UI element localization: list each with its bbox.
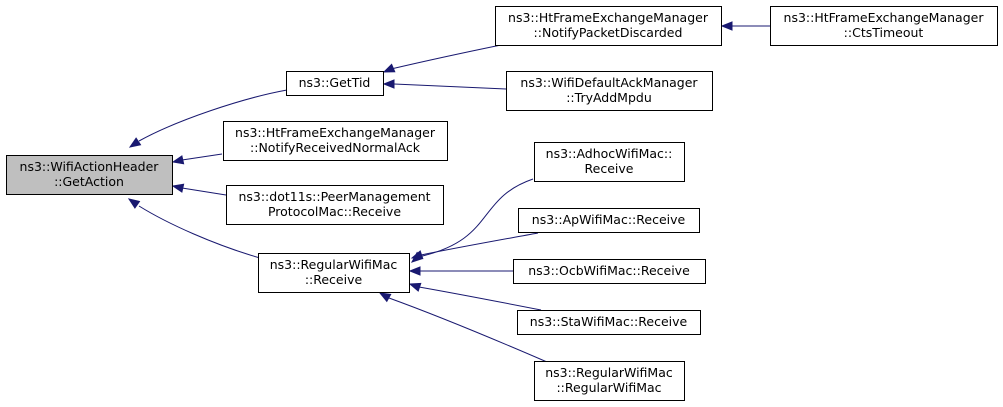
arrowhead: [410, 250, 424, 260]
edge-tryaddmpdu-to-gettid: [382, 79, 507, 90]
node-regularreceive[interactable]: ns3::RegularWifiMac::Receive: [258, 253, 410, 293]
arrowhead: [382, 63, 396, 73]
edge-ocbreceive-to-regularreceive: [408, 266, 513, 276]
edge-line: [181, 153, 223, 161]
edge-regularctor-to-regularreceive: [378, 292, 548, 363]
node-label-line: ns3::StaWifiMac::Receive: [530, 314, 688, 329]
node-label-line: ::NotifyPacketDiscarded: [534, 25, 683, 40]
node-box: [506, 71, 713, 111]
node-label-line: ns3::RegularWifiMac: [270, 257, 398, 272]
edges-layer: [127, 21, 770, 363]
edge-line: [181, 187, 227, 196]
edge-peermgmt-to-getaction: [171, 183, 227, 196]
edge-line: [390, 44, 502, 70]
arrowhead: [382, 79, 395, 89]
arrowhead: [171, 155, 185, 165]
node-box: [518, 208, 700, 233]
node-box: [517, 310, 701, 335]
edge-line: [388, 297, 548, 363]
node-box: [286, 71, 384, 96]
node-ocbreceive[interactable]: ns3::OcbWifiMac::Receive: [513, 259, 706, 284]
node-label-line: Receive: [585, 161, 634, 176]
node-peermgmt[interactable]: ns3::dot11s::PeerManagementProtocolMac::…: [226, 185, 444, 225]
node-label-line: ns3::WifiActionHeader: [20, 159, 160, 174]
node-box: [534, 142, 685, 182]
node-box: [6, 155, 173, 195]
node-label-line: ::CtsTimeout: [844, 25, 924, 40]
node-box: [534, 361, 685, 401]
node-label-line: ns3::AdhocWifiMac::: [546, 146, 673, 161]
arrowhead: [128, 137, 142, 148]
node-gettid[interactable]: ns3::GetTid: [286, 71, 384, 96]
edge-gettid-to-getaction: [128, 89, 288, 148]
node-label-line: ns3::OcbWifiMac::Receive: [528, 263, 690, 278]
edge-ctstimeout-to-notifypacketdiscarded: [720, 21, 770, 31]
node-label-line: ns3::HtFrameExchangeManager: [508, 10, 709, 25]
edge-apreceive-to-regularreceive: [410, 232, 539, 260]
node-label-line: ns3::HtFrameExchangeManager: [235, 125, 436, 140]
node-label-line: ns3::RegularWifiMac: [545, 365, 673, 380]
edge-notifypacketdiscarded-to-gettid: [382, 44, 502, 73]
edge-stareceive-to-regularreceive: [408, 282, 542, 311]
node-tryaddmpdu[interactable]: ns3::WifiDefaultAckManager::TryAddMpdu: [506, 71, 713, 111]
node-label-line: ns3::WifiDefaultAckManager: [520, 75, 698, 90]
node-label-line: ::Receive: [305, 272, 363, 287]
edge-notifyreceivednormalack-to-getaction: [171, 153, 223, 165]
node-label-line: ::NotifyReceivedNormalAck: [250, 140, 421, 155]
node-getaction: ns3::WifiActionHeader::GetAction: [6, 155, 173, 195]
node-box: [226, 185, 444, 225]
node-box: [258, 253, 410, 293]
arrowhead: [378, 292, 392, 303]
node-box: [513, 259, 706, 284]
node-label-line: ::GetAction: [54, 174, 124, 189]
edge-line: [138, 205, 261, 259]
edge-line: [420, 232, 539, 256]
node-adhocreceive[interactable]: ns3::AdhocWifiMac::Receive: [534, 142, 685, 182]
arrowhead: [127, 198, 141, 209]
node-regularctor[interactable]: ns3::RegularWifiMac::RegularWifiMac: [534, 361, 685, 401]
node-ctstimeout[interactable]: ns3::HtFrameExchangeManager::CtsTimeout: [770, 6, 998, 46]
node-notifyreceivednormalack[interactable]: ns3::HtFrameExchangeManager::NotifyRecei…: [223, 121, 448, 161]
edge-regularreceive-to-getaction: [127, 198, 261, 259]
node-apreceive[interactable]: ns3::ApWifiMac::Receive: [518, 208, 700, 233]
node-notifypacketdiscarded[interactable]: ns3::HtFrameExchangeManager::NotifyPacke…: [495, 6, 722, 46]
node-box: [770, 6, 998, 46]
node-stareceive[interactable]: ns3::StaWifiMac::Receive: [517, 310, 701, 335]
arrowhead: [720, 21, 733, 31]
node-label-line: ns3::ApWifiMac::Receive: [532, 212, 686, 227]
edge-line: [418, 286, 542, 311]
node-label-line: ::RegularWifiMac: [556, 380, 661, 395]
node-label-line: ns3::GetTid: [299, 75, 371, 90]
node-label-line: ns3::dot11s::PeerManagement: [238, 189, 430, 204]
edge-line: [417, 178, 534, 258]
node-box: [223, 121, 448, 161]
edge-line: [393, 83, 507, 90]
node-box: [495, 6, 722, 46]
node-label-line: ::TryAddMpdu: [566, 90, 652, 105]
arrowhead: [171, 183, 185, 193]
edge-line: [138, 89, 288, 142]
node-label-line: ProtocolMac::Receive: [268, 204, 401, 219]
nodes-layer: ns3::WifiActionHeader::GetAction ns3::Get…: [6, 6, 998, 401]
arrowhead: [408, 266, 421, 276]
arrowhead: [408, 282, 422, 292]
node-label-line: ns3::HtFrameExchangeManager: [784, 10, 985, 25]
